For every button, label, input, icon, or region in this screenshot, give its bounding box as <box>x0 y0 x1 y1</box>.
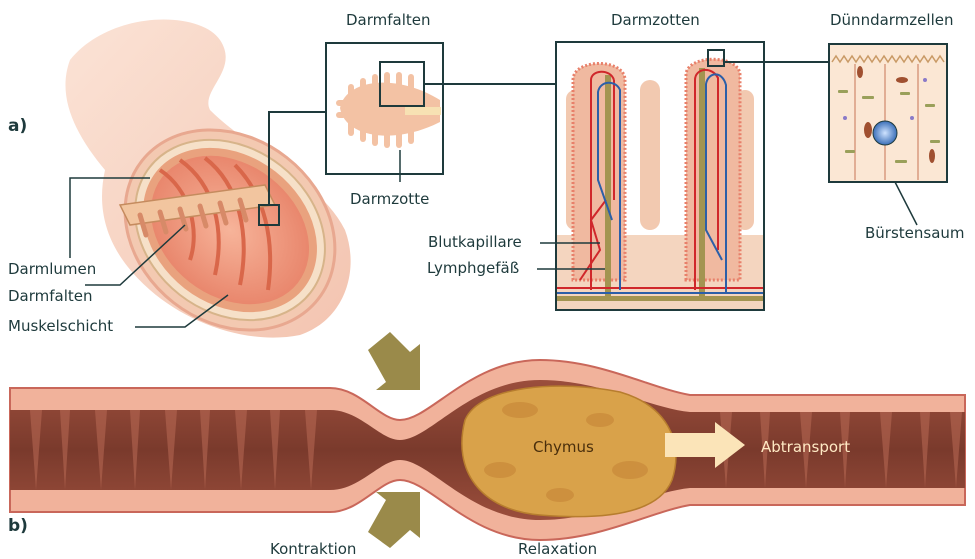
box-duenndarmzellen <box>829 44 947 225</box>
box-darmfalten <box>326 43 443 182</box>
label-darmfalten-top: Darmfalten <box>346 13 431 28</box>
label-lymphgefaess: Lymphgefäß <box>427 261 519 276</box>
label-abtransport: Abtransport <box>761 440 850 455</box>
label-blutkapillare: Blutkapillare <box>428 235 522 250</box>
label-chymus: Chymus <box>533 440 594 455</box>
label-darmlumen: Darmlumen <box>8 262 96 277</box>
label-kontraktion: Kontraktion <box>270 542 356 557</box>
box-darmzotten <box>556 42 764 310</box>
label-duenndarmzellen: Dünndarmzellen <box>830 13 953 28</box>
label-darmzotte: Darmzotte <box>350 192 429 207</box>
contraction-arrow-top <box>368 332 420 390</box>
contraction-arrow-bottom <box>368 492 420 548</box>
panel-label-b: b) <box>8 518 28 535</box>
label-relaxation: Relaxation <box>518 542 597 557</box>
label-darmzotten: Darmzotten <box>611 13 700 28</box>
label-buerstensaum: Bürstensaum <box>865 226 965 241</box>
panel-label-a: a) <box>8 118 27 135</box>
label-muskelschicht: Muskelschicht <box>8 319 113 334</box>
label-darmfalten-left: Darmfalten <box>8 289 93 304</box>
